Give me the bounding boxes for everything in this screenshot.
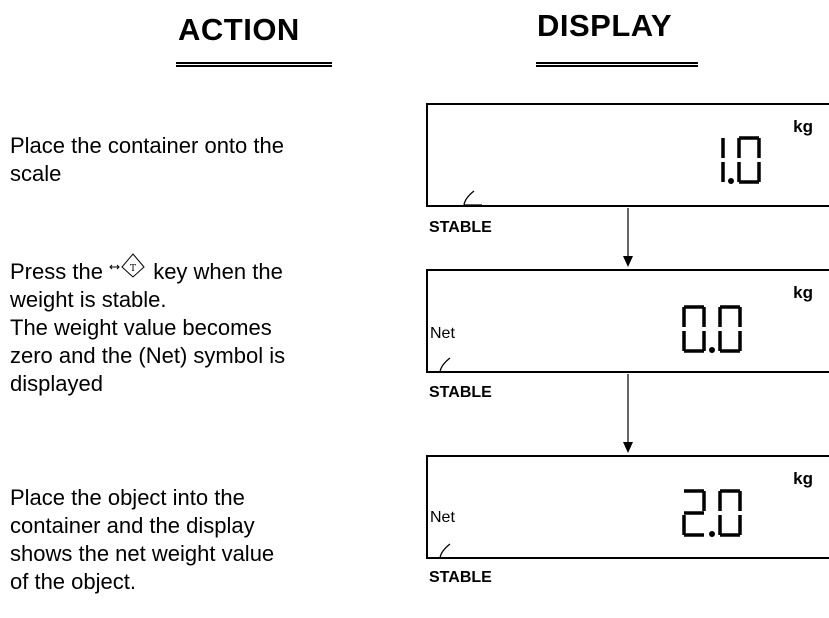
weight-readout-2 xyxy=(682,305,742,353)
stable-icon-3 xyxy=(439,543,458,559)
step-1-line-2: scale xyxy=(10,161,62,186)
display-panel-1: kg xyxy=(426,103,829,207)
step-2-line-2: weight is stable. xyxy=(10,287,167,312)
step-3-text: Place the object into the container and … xyxy=(10,484,415,596)
unit-label-1: kg xyxy=(793,117,813,136)
step-3-line-2: container and the display xyxy=(10,513,255,538)
step-3-line-1: Place the object into the xyxy=(10,485,245,510)
action-heading: ACTION xyxy=(178,12,300,47)
unit-label-2: kg xyxy=(793,283,813,302)
flow-arrow-1 xyxy=(623,208,633,267)
step-2-line-5: displayed xyxy=(10,371,103,396)
svg-text:T: T xyxy=(130,264,136,274)
tare-key-icon: T xyxy=(109,252,147,278)
step-1-line-1: Place the container onto the xyxy=(10,133,284,158)
weight-readout-3 xyxy=(682,489,742,537)
step-2-line-4: zero and the (Net) symbol is xyxy=(10,343,286,368)
display-heading: DISPLAY xyxy=(537,8,673,43)
step-2-text: Press the T key when the weight is stabl… xyxy=(10,253,415,398)
stable-icon-1 xyxy=(463,190,482,206)
display-underline xyxy=(536,62,698,67)
step-2-post: key when the xyxy=(153,259,283,284)
step-1-text: Place the container onto the scale xyxy=(10,132,415,188)
net-label-3: Net xyxy=(430,509,455,526)
flow-arrow-2 xyxy=(623,374,633,453)
unit-label-3: kg xyxy=(793,469,813,488)
net-label-2: Net xyxy=(430,325,455,342)
step-3-line-3: shows the net weight value xyxy=(10,541,275,566)
display-panel-2: Net kg xyxy=(426,269,829,373)
stable-icon-2 xyxy=(439,357,458,373)
step-2-line-1: Press the T key when the xyxy=(10,253,415,286)
weight-readout-1 xyxy=(721,136,761,184)
stable-label-2: STABLE xyxy=(429,384,492,401)
stable-label-3: STABLE xyxy=(429,569,492,586)
stable-label-1: STABLE xyxy=(429,219,492,236)
step-2-line-3: The weight value becomes xyxy=(10,315,272,340)
step-3-line-4: of the object. xyxy=(10,569,136,594)
step-2-pre: Press the xyxy=(10,259,103,284)
action-underline xyxy=(176,62,332,67)
display-panel-3: Net kg xyxy=(426,455,829,559)
